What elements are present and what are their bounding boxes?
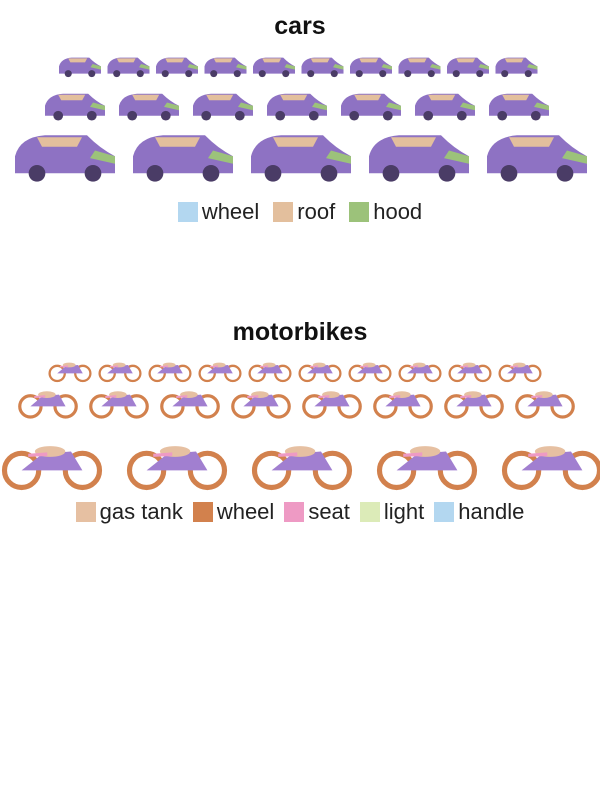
motorbike-figure [251, 446, 353, 491]
cars-legend-item-roof: roof [273, 200, 335, 224]
motorbike-figure [1, 446, 103, 491]
cars-legend-swatch-roof [273, 202, 294, 222]
motorbike-figure [160, 391, 220, 419]
motorbike-figure [198, 362, 242, 383]
bikes-legend-item-gas-tank: gas tank [75, 499, 183, 524]
car-figure [487, 135, 587, 182]
motorbikes-title: motorbikes [232, 318, 368, 346]
car-figure [489, 93, 549, 121]
bikes-legend-label-handle: handle [458, 499, 525, 524]
bikes-legend-label-gas-tank: gas tank [99, 499, 183, 524]
cars-legend-swatch-hood [349, 202, 370, 222]
bikes-legend-swatch-wheel [192, 502, 213, 522]
motorbike-figure [148, 362, 192, 383]
car-figure [415, 93, 475, 121]
motorbike-figure [444, 391, 504, 419]
cars-legend-label-hood: hood [373, 199, 423, 224]
motorbikes-illustration [1, 362, 600, 491]
motorbike-figure [501, 446, 600, 491]
cars-legend-label-wheel: wheel [201, 199, 260, 224]
motorbike-figure [18, 391, 78, 419]
motorbike-figure [98, 362, 142, 383]
cars-legend: wheel roof hood [0, 200, 600, 224]
motorbike-figure [398, 362, 442, 383]
motorbike-figure [48, 362, 92, 383]
bikes-legend-label-light: light [383, 499, 425, 524]
motorbike-figure [448, 362, 492, 383]
motorbike-figure [498, 362, 542, 383]
bikes-legend-label-wheel: wheel [216, 499, 275, 524]
bikes-legend-swatch-handle [434, 502, 455, 522]
bikes-legend-swatch-seat [284, 502, 305, 522]
motorbike-figure [89, 391, 149, 419]
motorbike-figure [248, 362, 292, 383]
motorbike-figure [126, 446, 228, 491]
car-figure [133, 135, 233, 182]
motorbikes-legend: gas tank wheel seat light handle [0, 500, 600, 524]
car-figure [341, 93, 401, 121]
car-figure [156, 57, 198, 78]
motorbike-figure [515, 391, 575, 419]
car-figure [253, 57, 295, 78]
cars-title: cars [274, 12, 326, 40]
car-figure [119, 93, 179, 121]
car-figure [495, 57, 538, 78]
cars-legend-label-roof: roof [297, 199, 336, 224]
bikes-legend-item-wheel: wheel [192, 499, 275, 524]
cars-illustration [15, 57, 587, 182]
bikes-legend-label-seat: seat [308, 499, 350, 524]
cars-legend-swatch-wheel [177, 202, 198, 222]
bikes-legend-swatch-gas-tank [75, 502, 96, 522]
motorbike-figure [298, 362, 342, 383]
car-figure [15, 135, 115, 182]
bikes-legend-swatch-light [359, 502, 380, 522]
bikes-legend-item-light: light [359, 499, 425, 524]
car-figure [193, 93, 253, 121]
cars-legend-item-wheel: wheel [177, 199, 260, 224]
car-figure [45, 93, 105, 121]
motorbike-figure [302, 391, 362, 419]
motorbike-figure [231, 391, 291, 419]
car-figure [204, 57, 247, 78]
motorbike-figure [373, 391, 433, 419]
car-figure [301, 57, 344, 78]
motorbike-figure [348, 362, 392, 383]
motorbike-figure [376, 446, 478, 491]
bikes-legend-item-seat: seat [284, 500, 350, 524]
car-figure [447, 57, 489, 78]
car-figure [59, 57, 101, 78]
cars-legend-item-hood: hood [349, 200, 422, 224]
car-figure [350, 57, 392, 78]
car-figure [369, 135, 469, 182]
car-figure [398, 57, 441, 78]
bikes-legend-item-handle: handle [434, 500, 524, 524]
car-figure [267, 93, 327, 121]
car-figure [107, 57, 150, 78]
car-figure [251, 135, 351, 182]
